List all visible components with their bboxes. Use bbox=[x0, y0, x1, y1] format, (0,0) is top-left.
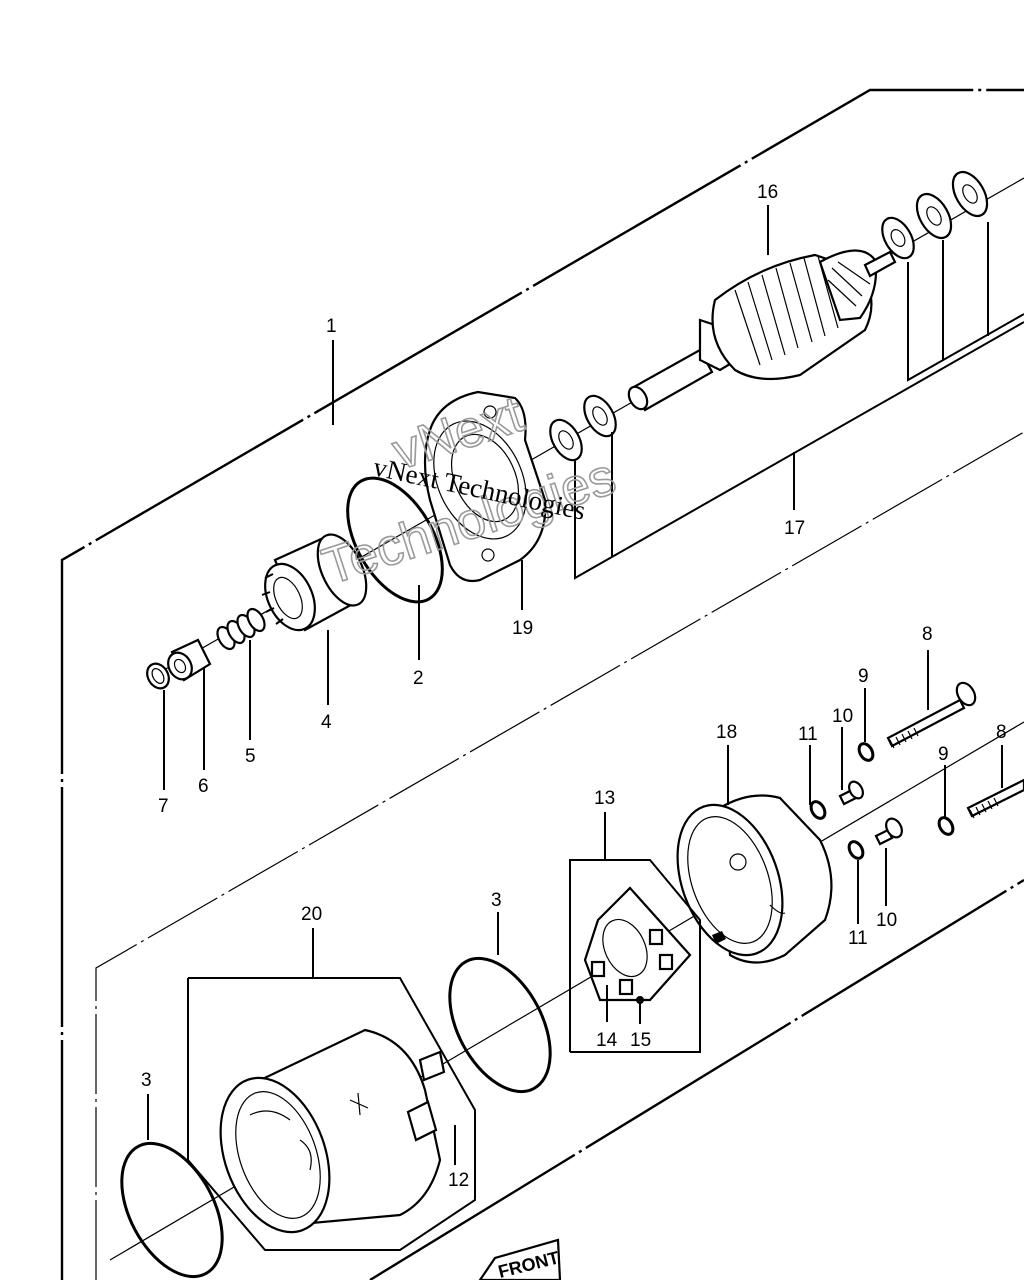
o-ring-part bbox=[346, 476, 444, 604]
callout-5: 5 bbox=[245, 746, 256, 767]
callout-7: 7 bbox=[158, 796, 169, 817]
through-bolt-upper bbox=[886, 681, 977, 749]
callout-1: 1 bbox=[326, 316, 337, 337]
callout-9-upper: 9 bbox=[858, 666, 869, 687]
assembly-border bbox=[60, 88, 1024, 1280]
callout-8-upper: 8 bbox=[922, 624, 933, 645]
callout-3-middle: 3 bbox=[491, 890, 502, 911]
callout-19: 19 bbox=[512, 618, 533, 639]
o-ring-3-middle bbox=[448, 956, 552, 1094]
callout-labels: 1 2 3 3 4 5 6 7 8 8 9 9 10 10 11 11 12 1… bbox=[141, 182, 1007, 1191]
callout-16: 16 bbox=[757, 182, 778, 203]
front-bracket-part bbox=[423, 390, 547, 583]
callout-18: 18 bbox=[716, 722, 737, 743]
callout-10-lower: 10 bbox=[876, 910, 897, 931]
callout-4: 4 bbox=[321, 712, 332, 733]
callout-6: 6 bbox=[198, 776, 209, 797]
shim-set-front bbox=[549, 394, 617, 462]
callout-2: 2 bbox=[413, 668, 424, 689]
shim-set-rear bbox=[881, 170, 989, 260]
callout-17: 17 bbox=[784, 518, 805, 539]
circlip-part bbox=[146, 662, 170, 690]
collar-part bbox=[167, 638, 212, 682]
spring-part bbox=[216, 607, 266, 651]
callout-9-lower: 9 bbox=[938, 744, 949, 765]
callout-8-lower: 8 bbox=[996, 722, 1007, 743]
washer-11-lower bbox=[847, 840, 865, 860]
leader-lines bbox=[147, 205, 1003, 1165]
callout-20: 20 bbox=[301, 904, 322, 925]
screw-10-upper bbox=[838, 780, 864, 806]
end-cover-part bbox=[676, 794, 833, 964]
bracket-17 bbox=[574, 321, 1024, 580]
callout-11-lower: 11 bbox=[848, 928, 868, 949]
washer-9-upper bbox=[857, 742, 875, 762]
callout-11-upper: 11 bbox=[798, 724, 818, 745]
front-marker: FRONT bbox=[478, 1238, 561, 1280]
through-bolt-lower bbox=[966, 778, 1024, 819]
o-ring-3-left bbox=[120, 1141, 224, 1279]
callout-3-left: 3 bbox=[141, 1070, 152, 1091]
washer-11-upper bbox=[809, 800, 827, 820]
callout-10-upper: 10 bbox=[832, 706, 853, 727]
pinion-clutch-part bbox=[261, 533, 368, 632]
armature-part bbox=[627, 249, 897, 412]
bracket-20 bbox=[187, 977, 476, 1251]
bracket-13 bbox=[569, 859, 701, 1053]
screw-10-lower bbox=[874, 817, 903, 846]
washer-9-lower bbox=[937, 816, 955, 836]
callout-14: 14 bbox=[596, 1030, 618, 1051]
callout-12: 12 bbox=[448, 1170, 469, 1191]
callout-15: 15 bbox=[630, 1030, 651, 1051]
callout-13: 13 bbox=[594, 788, 615, 809]
brush-holder-part bbox=[583, 886, 692, 1004]
yoke-housing-part bbox=[219, 1028, 446, 1234]
